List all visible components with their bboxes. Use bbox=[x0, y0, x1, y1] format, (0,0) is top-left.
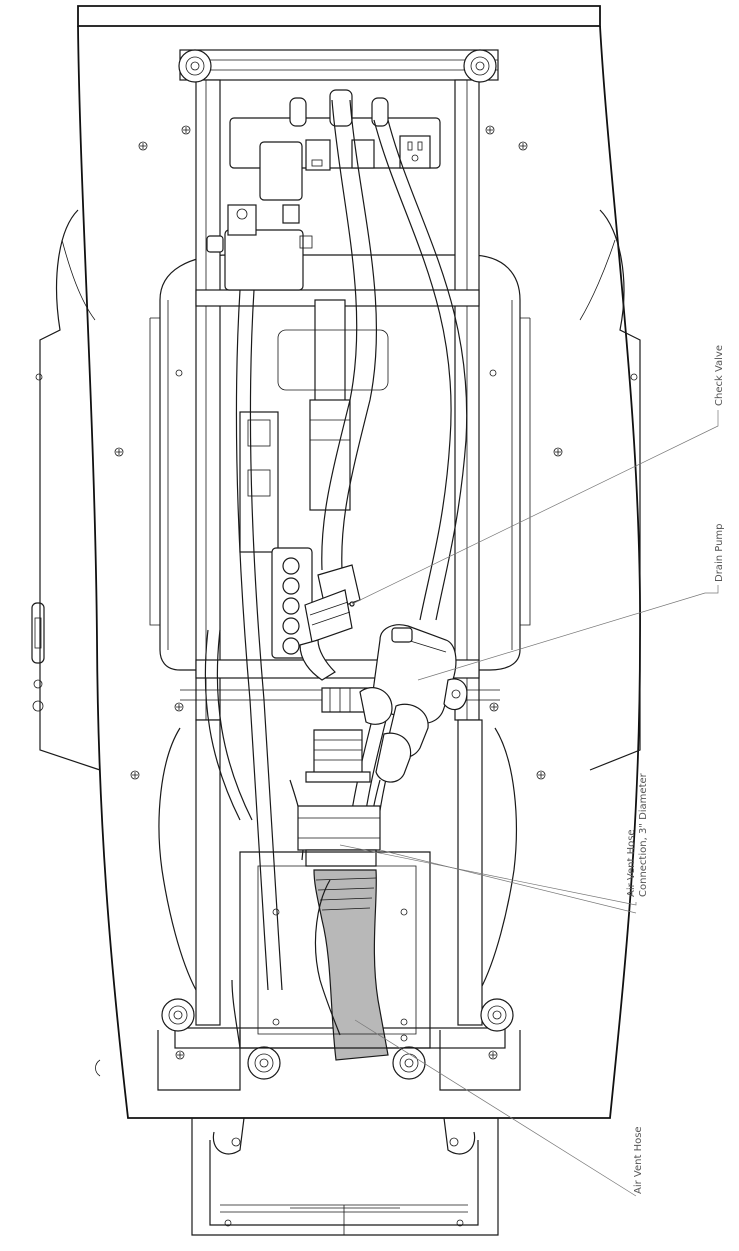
drain-pump bbox=[372, 624, 468, 725]
air-vent-connection bbox=[297, 805, 381, 867]
air-vent-connection-label-line2: Connection, 3" Diameter bbox=[638, 772, 649, 897]
check-valve-label: Check Valve bbox=[714, 345, 725, 406]
corner-roller bbox=[161, 49, 514, 1080]
air-vent-hose-label: Air Vent Hose bbox=[633, 1126, 644, 1194]
body-screws bbox=[35, 125, 638, 1060]
pump-fittings bbox=[289, 687, 429, 861]
base bbox=[95, 1059, 499, 1236]
port-block bbox=[271, 547, 313, 659]
electrical-panel bbox=[229, 89, 441, 171]
air-vent-connection-label-line1: Air Vent Hose bbox=[626, 829, 637, 897]
center-tube bbox=[239, 299, 389, 553]
drain-pump-label: Drain Pump bbox=[714, 523, 725, 582]
valve-module bbox=[206, 141, 313, 291]
callout-leaders bbox=[339, 410, 719, 1197]
lower-housing bbox=[231, 851, 431, 1049]
tub-outline bbox=[149, 254, 531, 991]
machine-body-outline bbox=[31, 5, 641, 1119]
air-vent-hose bbox=[313, 869, 389, 1061]
frame bbox=[157, 49, 521, 1091]
